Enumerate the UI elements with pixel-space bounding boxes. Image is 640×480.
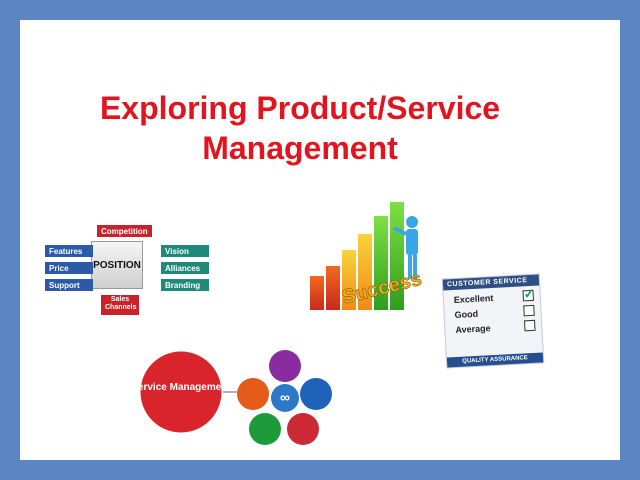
bar-4 <box>358 234 372 310</box>
svg-text:∞: ∞ <box>280 389 290 405</box>
checkbox <box>524 319 536 332</box>
bar-1 <box>310 276 324 310</box>
title-line-1: Exploring Product/Service <box>99 90 501 126</box>
competition-tag: Competition <box>97 225 152 237</box>
main-label: Service Management <box>131 382 231 393</box>
node-service-management <box>237 378 269 410</box>
alliances-tag: Alliances <box>161 262 209 274</box>
node-governance <box>249 413 281 445</box>
support-tag: Support <box>45 279 93 291</box>
checkbox <box>523 304 535 317</box>
node-leadership <box>269 350 301 382</box>
center-node <box>271 384 299 412</box>
bar-3 <box>342 250 356 310</box>
checkbox-checked: ✓ <box>522 286 535 302</box>
success-image: Success <box>284 180 424 312</box>
branding-tag: Branding <box>161 279 209 291</box>
bar-5 <box>374 216 388 310</box>
check-icon: ✓ <box>523 285 535 302</box>
bar-2 <box>326 266 340 310</box>
features-tag: Features <box>45 245 93 257</box>
cs-good-label: Good <box>454 308 479 320</box>
price-tag: Price <box>45 262 93 274</box>
service-management-diagram: Service Management ∞ <box>125 332 345 452</box>
node-architecture <box>300 378 332 410</box>
sales-channels-tag: Sales Channels <box>101 295 139 315</box>
title-line-2: Management <box>202 130 398 166</box>
position-center: POSITION <box>91 241 143 289</box>
position-diagram: Competition POSITION Sales Channels Feat… <box>45 205 215 315</box>
success-illustration: Success <box>310 202 424 310</box>
vision-tag: Vision <box>161 245 209 257</box>
service-management-illustration: Service Management ∞ <box>131 348 332 445</box>
bar-6 <box>390 202 404 310</box>
cs-excellent-label: Excellent <box>453 292 494 305</box>
customer-service-card: CUSTOMER SERVICE Excellent ✓ Good Averag… <box>441 273 545 369</box>
node-infrastructure <box>287 413 319 445</box>
slide-title: Exploring Product/Service Management <box>0 88 620 168</box>
cs-average-label: Average <box>455 322 491 335</box>
